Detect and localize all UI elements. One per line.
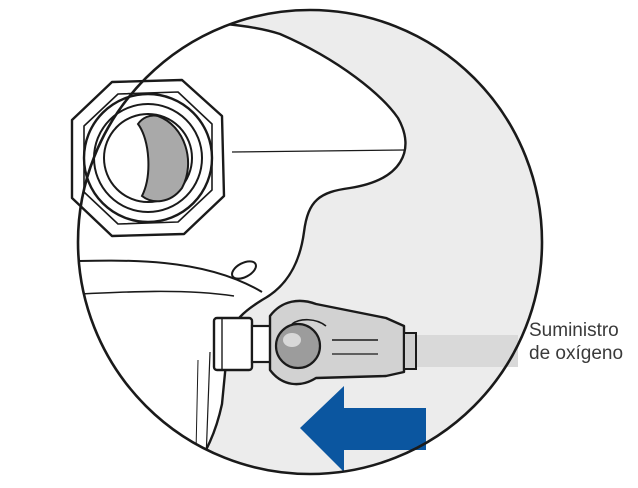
port-oval [231,260,257,280]
callout-line-2: de oxígeno [529,343,624,364]
arrow-left-icon [300,386,426,472]
magnifier-outline [76,8,544,476]
oxygen-connector [212,299,417,386]
oxygen-tube [404,335,518,367]
callout-line-1: Suministro [529,320,619,341]
sight-window [136,114,190,203]
oxygen-supply-callout: Suministro de oxígeno [529,319,623,365]
hex-nut-window [70,78,226,238]
